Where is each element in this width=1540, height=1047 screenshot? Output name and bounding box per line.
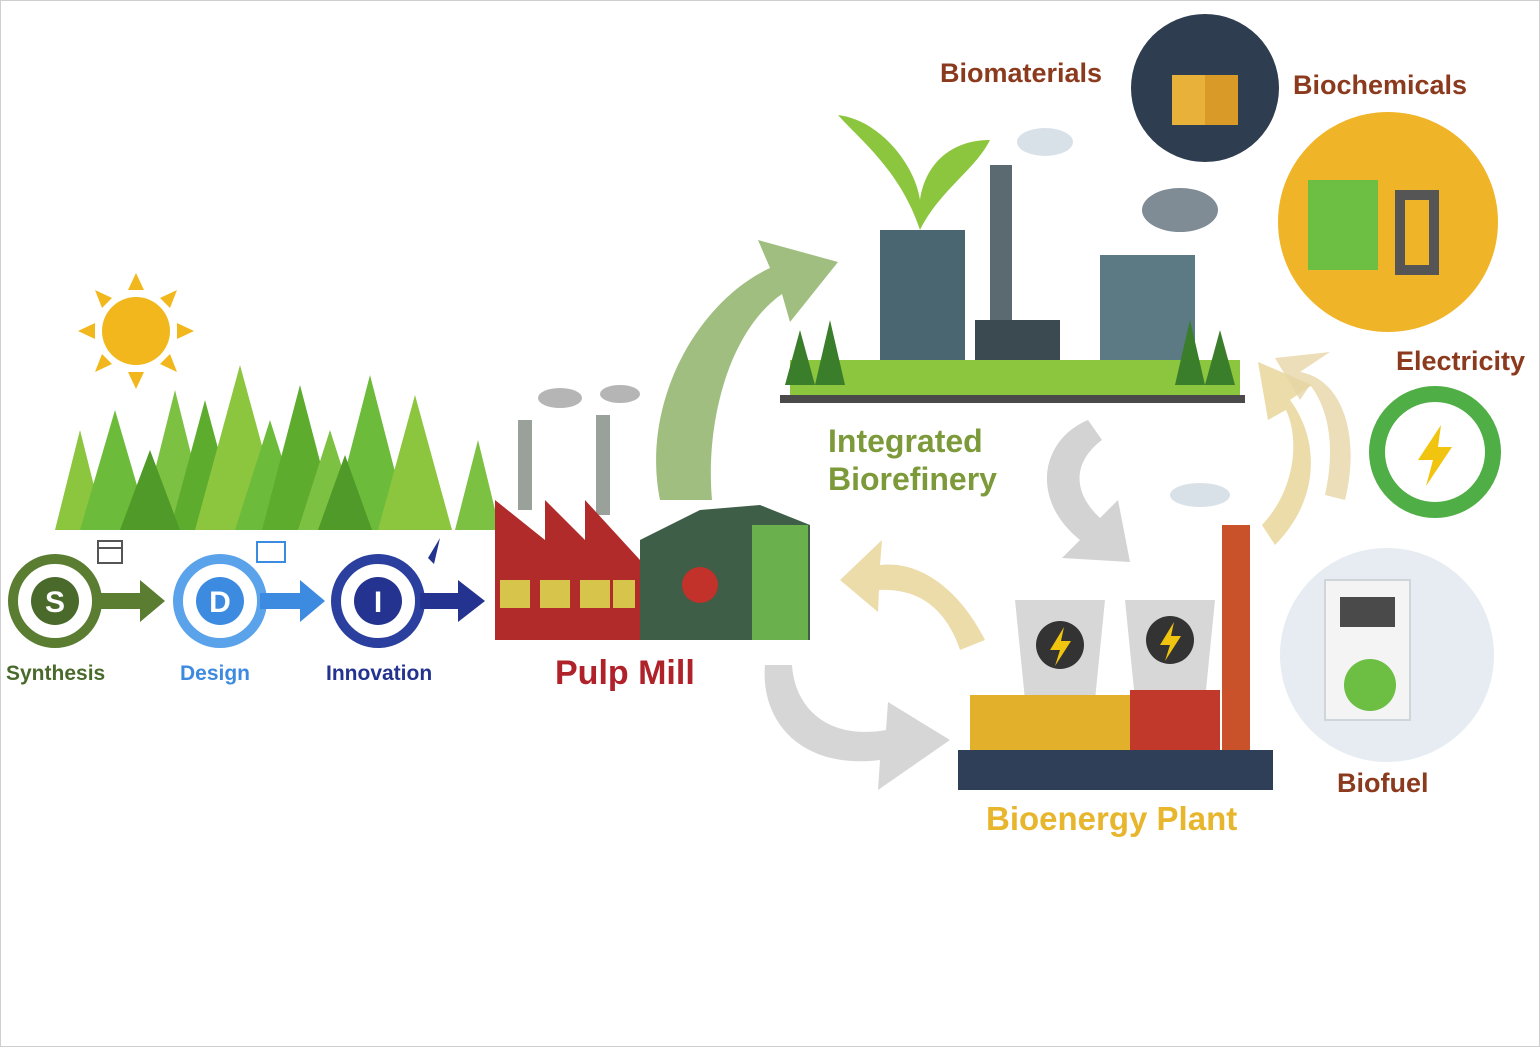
arrow-biorefinery-to-bioenergy xyxy=(1046,420,1130,562)
forest-trees xyxy=(55,365,500,530)
arrow-pulp-to-bioenergy xyxy=(764,665,950,790)
sun-icon xyxy=(78,273,194,389)
lightning-icon-1 xyxy=(1050,627,1071,666)
pulp-mill-illustration xyxy=(495,385,810,640)
innovation-icon: I xyxy=(331,538,440,648)
rocket-icon xyxy=(428,538,440,564)
arrow-bioenergy-to-pulp xyxy=(840,540,985,650)
synthesis-icon: S xyxy=(8,540,123,648)
innovation-label: Innovation xyxy=(326,662,433,685)
biofuel-icon xyxy=(1280,548,1494,762)
biorefinery-label-line1: Integrated xyxy=(828,423,983,459)
innovation-letter: I xyxy=(374,586,382,619)
sdi-process: S D I xyxy=(8,538,485,648)
arrow-bioenergy-to-biorefinery xyxy=(1258,362,1312,545)
sprout-icon xyxy=(838,115,990,230)
biomaterials-icon xyxy=(1131,14,1279,162)
synthesis-letter: S xyxy=(45,586,65,619)
arrow-synthesis-to-design xyxy=(95,580,165,622)
bioenergy-plant-illustration xyxy=(958,483,1273,790)
biofuel-label: Biofuel xyxy=(1337,768,1429,798)
biomaterials-label: Biomaterials xyxy=(940,58,1103,88)
electricity-label: Electricity xyxy=(1396,346,1526,376)
bioenergy-plant-label: Bioenergy Plant xyxy=(986,800,1238,837)
flow-arrows xyxy=(656,240,1351,790)
design-icon: D xyxy=(173,541,286,648)
lightning-icon-2 xyxy=(1160,622,1181,661)
pulp-mill-label: Pulp Mill xyxy=(555,654,695,692)
arrow-innovation-to-pulp xyxy=(420,580,485,622)
biochemicals-label: Biochemicals xyxy=(1293,70,1468,100)
biochemicals-icon xyxy=(1278,112,1498,332)
electricity-icon xyxy=(1369,386,1501,518)
biorefinery-illustration xyxy=(780,115,1245,403)
arrow-design-to-innovation xyxy=(260,580,325,622)
biorefinery-label-line2: Biorefinery xyxy=(828,461,997,498)
arrow-pulp-to-biorefinery xyxy=(656,240,838,500)
design-letter: D xyxy=(209,586,231,619)
arrow-to-electricity xyxy=(1275,352,1351,500)
synthesis-label: Synthesis xyxy=(6,662,106,685)
integrated-biorefinery-label: Integrated Biorefinery xyxy=(828,422,997,499)
design-label: Design xyxy=(180,662,251,685)
